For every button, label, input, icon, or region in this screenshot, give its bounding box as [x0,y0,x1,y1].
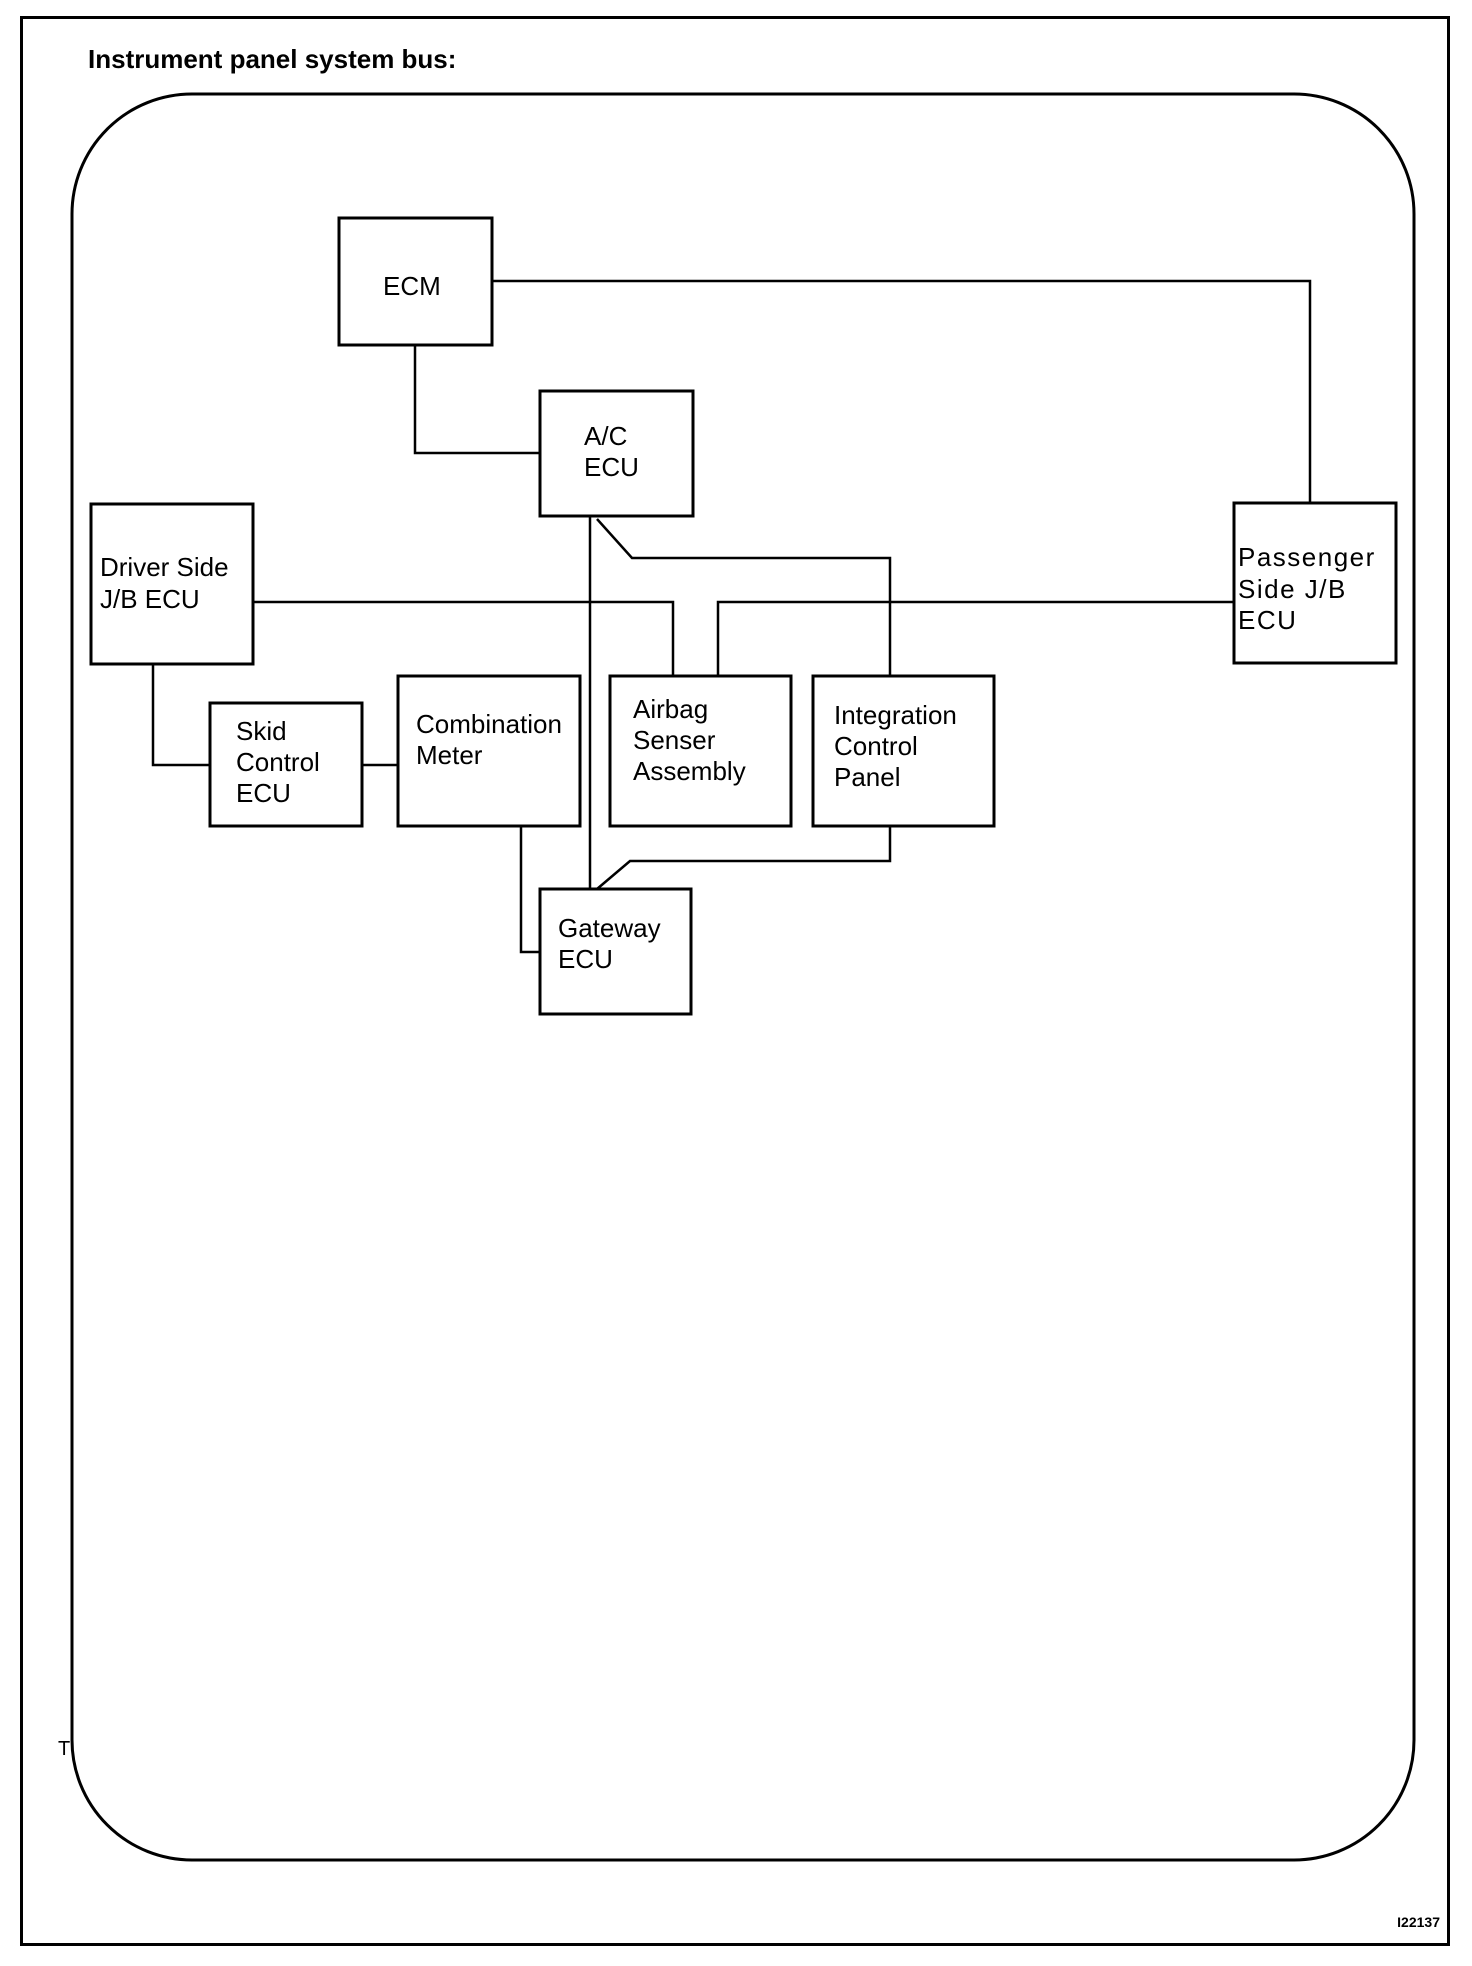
gateway-ecu-box [538,887,693,1016]
diagram-title: Instrument panel system bus: [88,44,457,74]
ecm-box [337,216,494,347]
airbag-senser-assembly-label: Airbag Senser Assembly [633,694,746,786]
gateway-ecu-label: Gateway ECU [558,913,668,974]
ac-ecu-label: A/C ECU [584,421,639,482]
passenger-side-jb-ecu-box [1232,501,1398,665]
integration-control-panel-box [811,674,996,828]
ecu-labels: ECM A/C ECU Driver Side J/B ECU Passenge… [100,271,1385,974]
wire-driver-jb-skid [151,664,210,767]
passenger-side-jb-ecu-label: Passenger Side J/B ECU [1238,542,1385,635]
figure-id: I22137 [1397,1914,1440,1930]
ecu-boxes [89,216,1398,1016]
instrument-panel-enclosure [70,92,1416,1862]
driver-side-jb-ecu-label: Driver Side J/B ECU [100,552,236,614]
wire-ecm-passenger-jb [492,279,1312,503]
wire-airbag-passenger-jb [716,600,1234,676]
wire-ecm-ac-ecu [413,345,540,455]
wire-combination-gateway [519,826,540,954]
airbag-senser-assembly-box [608,674,793,828]
combination-meter-label: Combination Meter [416,709,569,770]
page-frame [20,16,1450,1946]
driver-side-jb-ecu-box [89,502,255,666]
bus-wires [151,279,1312,954]
ac-ecu-box [538,389,695,518]
skid-control-ecu-box [208,701,364,828]
ecm-label: ECM [383,271,441,301]
wire-ac-ecu-integration [596,518,892,676]
skid-control-ecu-label: Skid Control ECU [236,716,327,808]
combination-meter-box [396,674,582,828]
wire-integration-gateway [596,826,892,890]
wire-driver-jb-airbag [253,600,675,676]
corner-mark: T [58,1738,71,1760]
integration-control-panel-label: Integration Control Panel [834,700,964,792]
